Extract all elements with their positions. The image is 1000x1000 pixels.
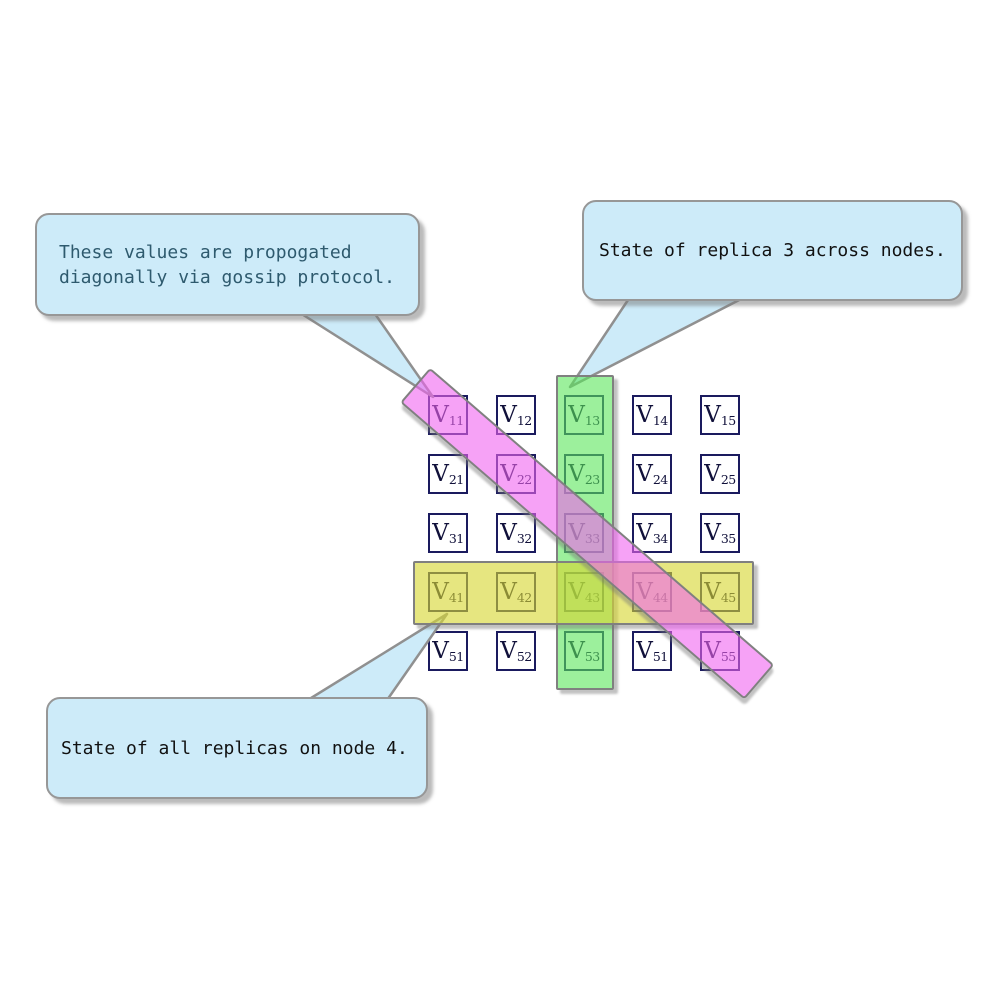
callout-gossip-line2: diagonally via gossip protocol. [59,266,395,288]
callout-pointer-gossip [295,309,435,399]
callout-replica-3: State of replica 3 across nodes. [582,200,963,301]
callout-pointer-replica3 [568,295,747,389]
callout-node-4: State of all replicas on node 4. [46,697,428,799]
callout-pointer-node4 [301,612,449,705]
callout-replica-3-text: State of replica 3 across nodes. [599,240,946,261]
callout-gossip-protocol: These values are propogated diagonally v… [35,213,420,316]
callout-node-4-text: State of all replicas on node 4. [61,737,408,759]
callout-gossip-line1: These values are propogated [59,241,352,263]
